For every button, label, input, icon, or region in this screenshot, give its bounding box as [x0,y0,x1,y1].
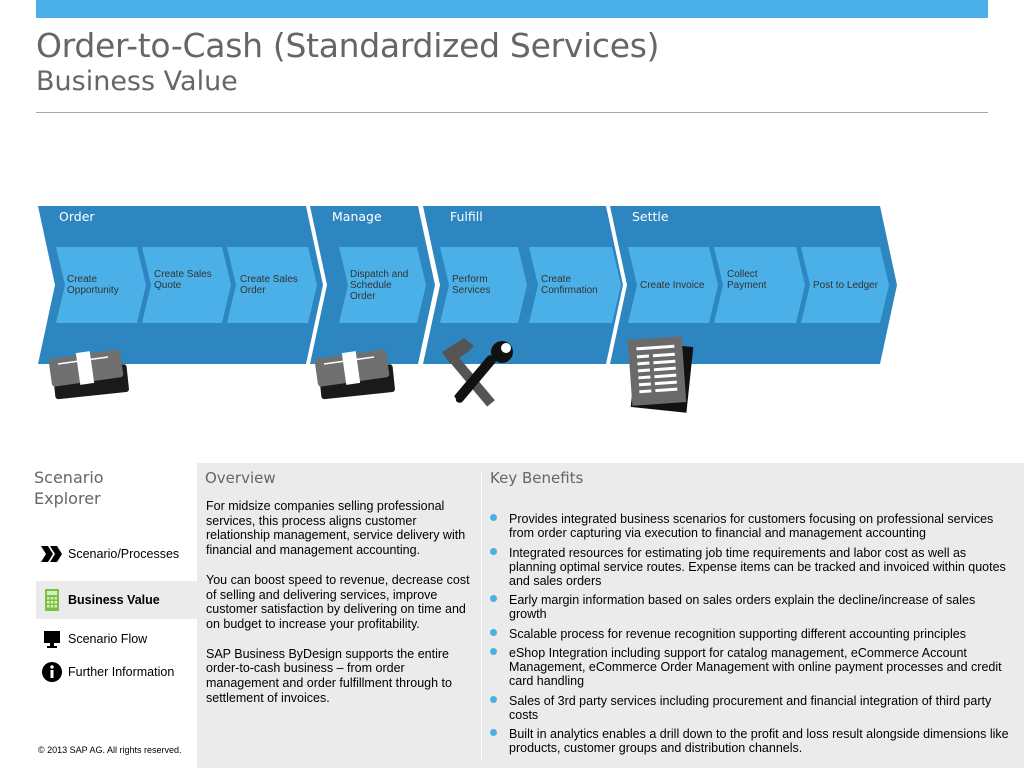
benefit-text: Scalable process for revenue recognition… [509,626,966,641]
phase-label-order: Order [59,209,95,224]
step-chevron-create-confirmation [529,247,621,323]
step-label-create-sales-quote: Create Sales Quote [154,269,212,291]
calculator-icon [40,588,64,612]
monitor-icon [40,627,64,651]
step-label-create-invoice: Create Invoice [640,280,705,291]
list-item: Early margin information based on sales … [490,593,1010,621]
step-chevron-create-invoice [628,247,718,323]
chevrons-icon [40,542,64,566]
overview-paragraph: SAP Business ByDesign supports the entir… [206,646,452,705]
phase-label-settle: Settle [632,209,669,224]
overview-paragraph: You can boost speed to revenue, decrease… [206,572,470,631]
currency-bills-icon [314,349,395,400]
overview-title: Overview [205,469,276,487]
list-item: Integrated resources for estimating job … [490,546,1010,588]
overview-paragraph: For midsize companies selling profession… [206,499,466,558]
bullet-icon [490,595,497,602]
step-chevron-create-sales-quote [142,247,231,323]
bullet-icon [490,648,497,655]
list-item: Built in analytics enables a drill down … [490,727,1010,755]
nav-item-scenario-flow[interactable]: Scenario Flow [36,620,197,658]
step-chevron-dispatch-schedule-order [339,247,426,323]
hammer-wrench-icon [442,338,513,407]
process-diagram: Order Manage Fulfill Settle Create Oppor… [38,206,897,413]
bullet-icon [490,547,497,555]
phase-label-fulfill: Fulfill [450,209,483,224]
bullet-icon [490,514,497,521]
nav-label: Scenario Flow [68,632,148,646]
step-chevron-create-opportunity [56,247,146,323]
key-benefits-title: Key Benefits [490,469,584,487]
content-panel [197,463,1024,768]
info-icon [40,660,64,684]
overview-body: For midsize companies selling profession… [206,499,476,720]
benefit-text: eShop Integration including support for … [509,646,1002,688]
benefit-text: Early margin information based on sales … [509,593,976,621]
key-benefits-list: Provides integrated business scenarios f… [490,512,1010,761]
nav-label: Business Value [68,593,160,607]
nav-label: Scenario/Processes [68,547,180,561]
step-chevron-create-sales-order [227,247,317,323]
phase-label-manage: Manage [332,209,382,224]
bullet-icon [490,729,497,736]
benefit-text: Sales of 3rd party services including pr… [509,693,992,722]
benefit-text: Integrated resources for estimating job … [509,545,1006,588]
step-label-create-confirmation: Create Confirmation [541,274,598,296]
bullet-icon [490,695,497,703]
nav-item-scenario-processes[interactable]: Scenario/Processes [36,535,197,573]
benefit-text: Provides integrated business scenarios f… [509,512,994,540]
step-chevron-post-to-ledger [801,247,889,323]
invoice-document-icon [627,336,694,413]
nav-item-further-information[interactable]: Further Information [36,653,197,691]
scenario-explorer-title: Scenario Explorer [34,468,104,508]
top-accent-bar [36,0,988,18]
nav-item-business-value[interactable]: Business Value [36,581,197,619]
list-item: Provides integrated business scenarios f… [490,512,1010,540]
step-label-perform-services: Perform Services [452,274,491,296]
list-item: Scalable process for revenue recognition… [490,627,1010,641]
page-subtitle: Business Value [36,66,238,97]
step-chevron-collect-payment [714,247,805,323]
copyright-text: © 2013 SAP AG. All rights reserved. [38,745,182,755]
step-label-create-opportunity: Create Opportunity [67,274,119,296]
step-chevron-perform-services [440,247,527,323]
step-label-post-to-ledger: Post to Ledger [813,280,879,291]
step-label-dispatch-schedule-order: Dispatch and Schedule Order [350,269,409,302]
page-title: Order-to-Cash (Standardized Services) [36,26,660,65]
currency-bills-icon [48,349,129,400]
benefit-text: Built in analytics enables a drill down … [509,727,1009,755]
step-label-create-sales-order: Create Sales Order [240,274,298,296]
title-divider [36,112,988,113]
bullet-icon [490,628,497,636]
list-item: Sales of 3rd party services including pr… [490,694,1010,722]
list-item: eShop Integration including support for … [490,646,1010,688]
nav-label: Further Information [68,665,175,679]
column-divider [481,472,482,760]
step-label-collect-payment: Collect Payment [727,269,767,291]
process-band-graphic [38,206,897,413]
